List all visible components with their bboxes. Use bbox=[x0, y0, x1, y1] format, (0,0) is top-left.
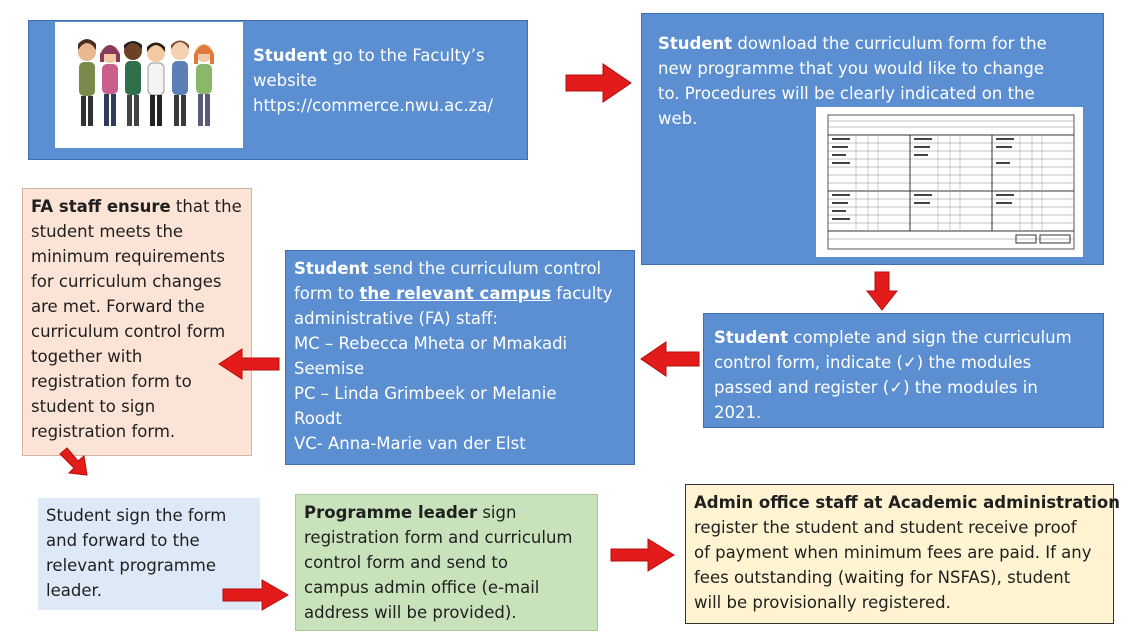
step8-line3: of payment when minimum fees are paid. I… bbox=[694, 543, 1092, 562]
arrow-step4-to-step5 bbox=[218, 348, 280, 380]
step5-line1: that the bbox=[170, 197, 242, 216]
arrow-step3-to-step4 bbox=[640, 341, 700, 377]
step5-line8: registration form to bbox=[31, 372, 192, 391]
people-group-icon bbox=[78, 39, 214, 126]
step7-line2: registration form and curriculum bbox=[304, 528, 573, 547]
step7-box: Programme leader sign registration form … bbox=[295, 494, 598, 631]
step8-line2: register the student and student receive… bbox=[694, 518, 1077, 537]
step5-line7: together with bbox=[31, 347, 143, 366]
step1-line1: go to the Faculty’s bbox=[327, 46, 485, 65]
step2-actor: Student bbox=[658, 34, 733, 53]
step7-line4: campus admin office (e-mail bbox=[304, 578, 540, 597]
step1-text: Student go to the Faculty’s website http… bbox=[253, 43, 525, 118]
step4-line6: PC – Linda Grimbeek or Melanie bbox=[294, 384, 557, 403]
step5-line10: registration form. bbox=[31, 422, 176, 441]
arrow-step1-to-step2 bbox=[565, 63, 632, 103]
step6-line2: and forward to the bbox=[46, 531, 200, 550]
step2-line4: web. bbox=[658, 109, 698, 128]
step4-line8: VC- Anna-Marie van der Elst bbox=[294, 434, 526, 453]
step3-actor: Student bbox=[714, 328, 789, 347]
step4-line3: administrative (FA) staff: bbox=[294, 309, 498, 328]
step5-line9: student to sign bbox=[31, 397, 156, 416]
step5-line6: curriculum control form bbox=[31, 322, 226, 341]
step3-line1: complete and sign the curriculum bbox=[788, 328, 1072, 347]
step6-line4: leader. bbox=[46, 581, 102, 600]
step7-actor: Programme leader bbox=[304, 503, 478, 522]
step3-box: Student complete and sign the curriculum… bbox=[703, 313, 1104, 428]
step5-actor: FA staff ensure bbox=[31, 197, 171, 216]
step5-box: FA staff ensure that the student meets t… bbox=[22, 188, 252, 456]
step5-line3: minimum requirements bbox=[31, 247, 225, 266]
step1-line2: website bbox=[253, 71, 317, 90]
curriculum-form-image bbox=[816, 107, 1083, 257]
arrow-step7-to-step8 bbox=[610, 538, 675, 572]
step4-box: Student send the curriculum control form… bbox=[285, 250, 635, 465]
step8-text: Admin office staff at Academic administr… bbox=[694, 490, 1120, 615]
step8-box: Admin office staff at Academic administr… bbox=[685, 484, 1120, 624]
step4-actor: Student bbox=[294, 259, 369, 278]
step8-actor: Admin office staff at Academic administr… bbox=[694, 493, 1120, 512]
step1-url: https://commerce.nwu.ac.za/ bbox=[253, 96, 493, 115]
step2-text: Student download the curriculum form for… bbox=[658, 31, 1098, 131]
step7-text: Programme leader sign registration form … bbox=[304, 500, 596, 625]
step1-box: Student go to the Faculty’s website http… bbox=[28, 20, 528, 160]
step5-line4: for curriculum changes bbox=[31, 272, 222, 291]
step1-actor: Student bbox=[253, 46, 328, 65]
step6-text: Student sign the form and forward to the… bbox=[46, 503, 258, 603]
step4-line1: send the curriculum control bbox=[368, 259, 602, 278]
step4-line4: MC – Rebecca Mheta or Mmakadi bbox=[294, 334, 568, 353]
step7-line5: address will be provided). bbox=[304, 603, 517, 622]
step6-line1: Student sign the form bbox=[46, 506, 227, 525]
step4-line2a: form to bbox=[294, 284, 360, 303]
step6-box: Student sign the form and forward to the… bbox=[38, 498, 260, 610]
step2-line1: download the curriculum form for the bbox=[732, 34, 1047, 53]
arrow-step5-to-step6 bbox=[59, 447, 88, 476]
step8-line4: fees outstanding (waiting for NSFAS), st… bbox=[694, 568, 1071, 587]
step2-line3: to. Procedures will be clearly indicated… bbox=[658, 84, 1035, 103]
step3-line4: 2021. bbox=[714, 403, 762, 422]
students-illustration bbox=[55, 22, 243, 148]
step5-line2: student meets the bbox=[31, 222, 184, 241]
step6-line3: relevant programme bbox=[46, 556, 217, 575]
form-document-icon bbox=[827, 114, 1075, 250]
step3-text: Student complete and sign the curriculum… bbox=[714, 325, 1102, 425]
step7-line1: sign bbox=[477, 503, 517, 522]
step4-line2b: faculty bbox=[551, 284, 613, 303]
step2-line2: new programme that you would like to cha… bbox=[658, 59, 1044, 78]
step3-line3: passed and register (✓) the modules in bbox=[714, 378, 1038, 397]
step4-text: Student send the curriculum control form… bbox=[294, 256, 634, 456]
step7-line3: control form and send to bbox=[304, 553, 508, 572]
step5-line5: are met. Forward the bbox=[31, 297, 205, 316]
arrow-step2-to-step3 bbox=[866, 271, 898, 311]
step4-line7: Roodt bbox=[294, 409, 342, 428]
relevant-campus-emphasis: the relevant campus bbox=[359, 284, 552, 303]
step2-box: Student download the curriculum form for… bbox=[641, 13, 1104, 265]
step4-line5: Seemise bbox=[294, 359, 365, 378]
arrow-step6-to-step7 bbox=[222, 579, 290, 611]
step5-text: FA staff ensure that the student meets t… bbox=[31, 194, 251, 444]
step3-line2: control form, indicate (✓) the modules bbox=[714, 353, 1032, 372]
step8-line5: will be provisionally registered. bbox=[694, 593, 951, 612]
